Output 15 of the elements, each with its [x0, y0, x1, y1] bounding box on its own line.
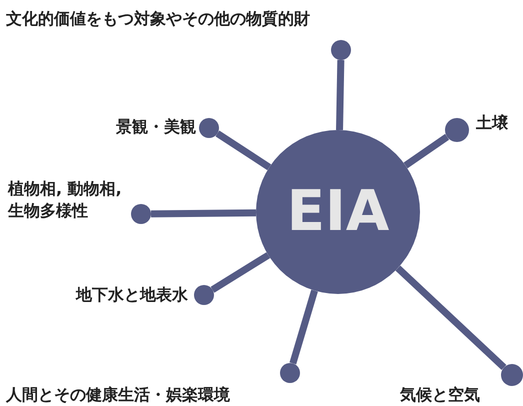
connector-line	[395, 266, 506, 370]
connector-line	[215, 130, 272, 170]
category-label: 植物相, 動物相, 生物多様性	[8, 178, 123, 222]
category-label: 景観・美観	[116, 116, 196, 138]
category-label: 人間とその健康生活・娯楽環境	[6, 384, 230, 406]
category-label: 文化的価値をもつ対象やその他の物質的財	[6, 8, 310, 30]
connector-line	[290, 290, 318, 364]
center-label: EIA	[286, 184, 390, 240]
category-label: 土壌	[476, 112, 508, 134]
category-label: 地下水と地表水	[76, 284, 188, 306]
connector-line	[210, 252, 270, 293]
connector-line	[404, 134, 450, 168]
connector-line	[336, 60, 344, 130]
connector-line	[150, 209, 256, 218]
category-label: 気候と空気	[400, 384, 480, 406]
